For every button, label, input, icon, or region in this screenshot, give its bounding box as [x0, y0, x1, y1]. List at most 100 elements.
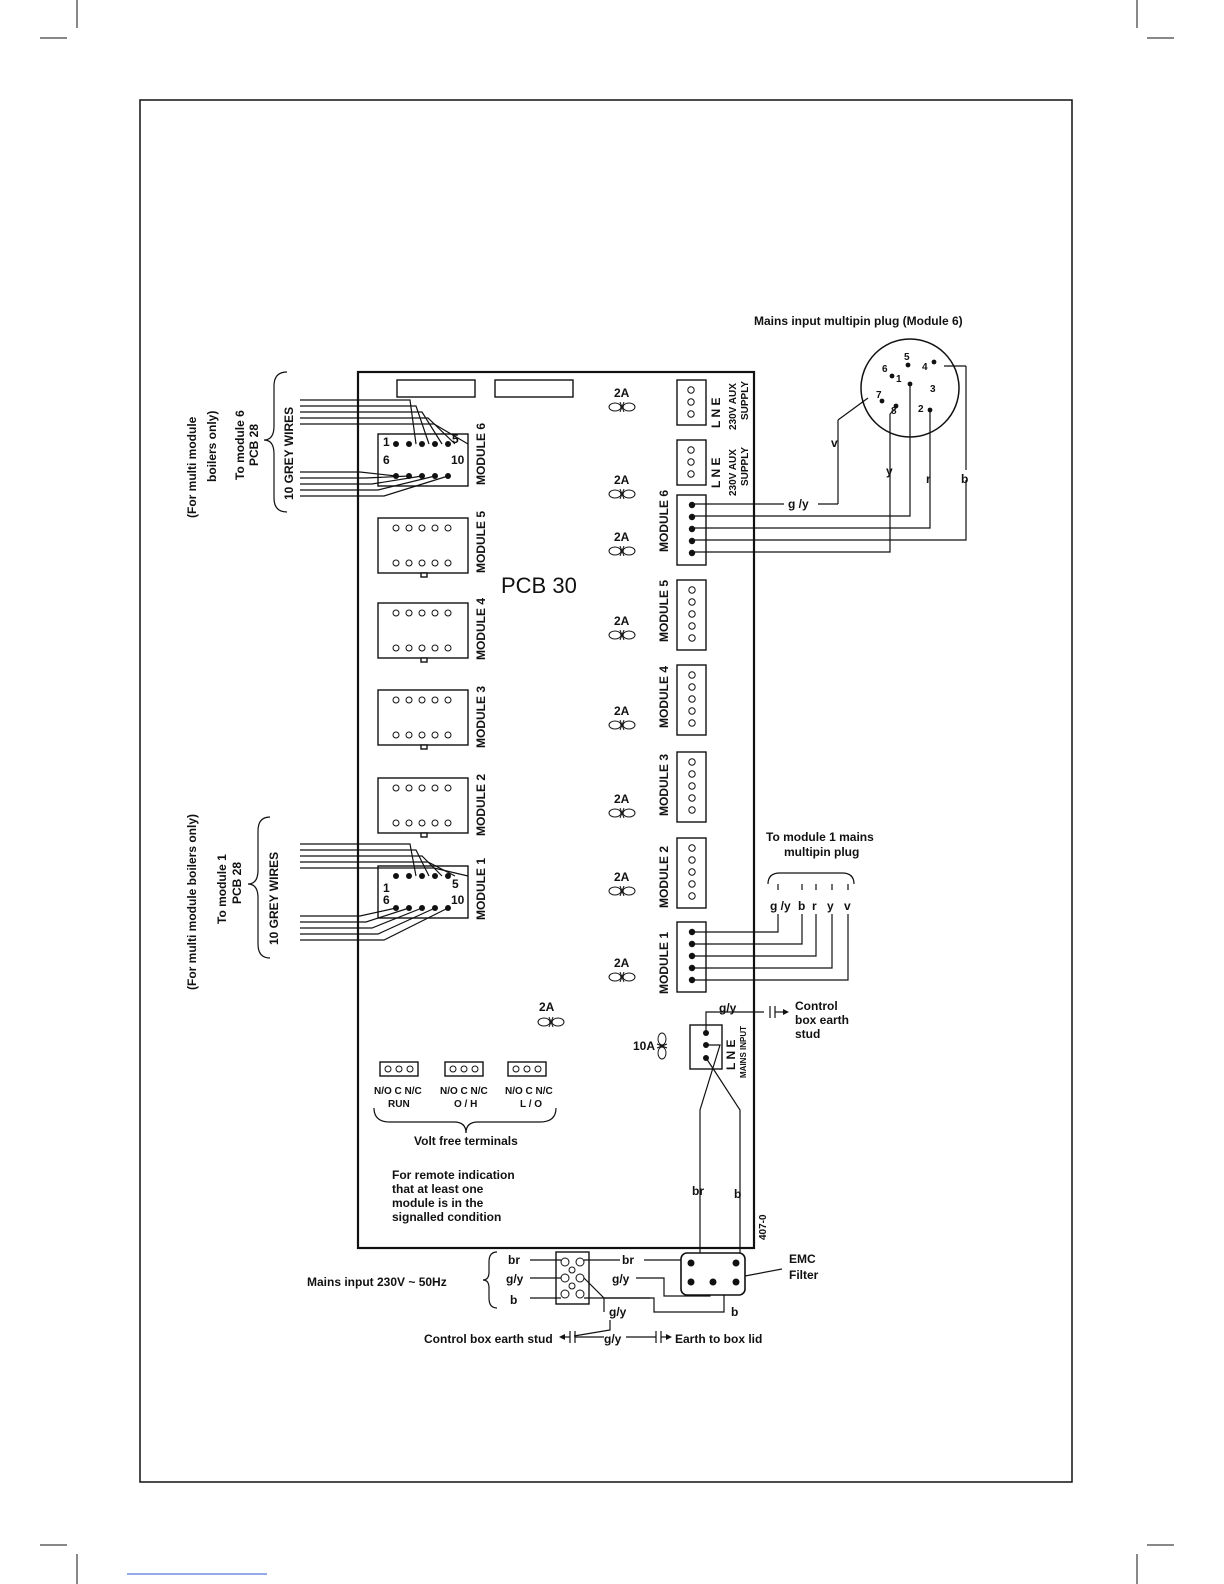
- grey-wire: [300, 855, 443, 877]
- socket-pin: [418, 696, 426, 704]
- fuse-loop: [608, 808, 622, 818]
- grey-wire: [300, 475, 436, 491]
- m1-wire-v: v: [844, 899, 851, 913]
- socket-pin: [431, 644, 439, 652]
- terminal-gy-down: g/y: [609, 1305, 627, 1319]
- vf-terminal-hole: [534, 1065, 542, 1073]
- pin-10-bottom: 10: [451, 893, 465, 907]
- connector-pin: [688, 683, 696, 691]
- grey-wire: [300, 907, 423, 929]
- pin-10-top: 10: [451, 453, 465, 467]
- fuse-loop: [608, 720, 622, 730]
- connector-pin: [688, 782, 696, 790]
- fuse-loop: [622, 972, 636, 982]
- vf-note-2: that at least one: [392, 1182, 484, 1196]
- connector-pin: [688, 598, 696, 606]
- socket-pin: [431, 784, 439, 792]
- module1-plug-title-1: To module 1 mains: [766, 830, 874, 844]
- left-label-module-5: MODULE 5: [474, 511, 488, 573]
- fuse-loop: [608, 489, 622, 499]
- connector-pin: [688, 634, 696, 642]
- fuse-label-2a: 2A: [614, 386, 630, 400]
- mains-supply-label: Mains input 230V ~ 50Hz: [307, 1275, 447, 1289]
- earth-control-1: Control: [795, 999, 838, 1013]
- fuse-cross: [619, 971, 625, 983]
- emc-filter: [680, 1252, 746, 1296]
- m6-wire-gy: g /y: [788, 497, 809, 511]
- vf-terminal-hole: [395, 1065, 403, 1073]
- grey-wire: [300, 907, 410, 923]
- connector-pin: [688, 806, 696, 814]
- socket-pin: [393, 441, 399, 447]
- supply-b: b: [510, 1293, 517, 1307]
- socket-pin: [419, 441, 425, 447]
- volt-free-brace: [373, 1107, 557, 1134]
- note-boilers-only: boilers only): [205, 411, 219, 482]
- connector-pin: [688, 707, 696, 715]
- earth-control-2: box earth: [795, 1013, 849, 1027]
- plug-pin-label: 1: [896, 374, 902, 385]
- socket-pin: [418, 524, 426, 532]
- note-multi-module-bottom: (For multi module boilers only): [185, 814, 199, 990]
- grey-wire: [300, 411, 443, 445]
- fuse-label-2a: 2A: [614, 530, 630, 544]
- vf-terminal-hole: [523, 1065, 531, 1073]
- module-mains-connectors: [676, 494, 707, 993]
- left-label-module-1: MODULE 1: [474, 858, 488, 920]
- connector-pin: [688, 586, 696, 594]
- grey-wire: [300, 867, 469, 877]
- fuse-loop: [608, 402, 622, 412]
- connector-pin: [688, 770, 696, 778]
- aux-supply-connectors: L N E 230V AUX SUPPLY L N E 230V AUX SUP…: [676, 379, 751, 496]
- vf-note-1: For remote indication: [392, 1168, 515, 1182]
- emc-filter-terminals: [687, 1259, 740, 1286]
- socket-pin: [392, 696, 400, 704]
- vf-terminal-hole: [512, 1065, 520, 1073]
- fuse-loop: [622, 630, 636, 640]
- socket-pin: [418, 819, 426, 827]
- socket-pin: [392, 644, 400, 652]
- socket-pin: [418, 609, 426, 617]
- fuse-cross: [548, 1016, 554, 1028]
- fuse-loop: [608, 630, 622, 640]
- socket-pin: [405, 696, 413, 704]
- socket-pin: [445, 873, 451, 879]
- left-label-module-6: MODULE 6: [474, 423, 488, 485]
- socket-pin: [432, 441, 438, 447]
- socket-pin: [406, 441, 412, 447]
- vf-terminal-hole: [384, 1065, 392, 1073]
- earth-wire: [705, 1011, 764, 1033]
- connector-pin: [688, 513, 696, 521]
- connector-pin: [688, 794, 696, 802]
- emc-b: b: [731, 1305, 738, 1319]
- module-1-wires: [692, 914, 849, 981]
- right-label-module-6: MODULE 6: [657, 490, 671, 552]
- connector-pin: [688, 844, 696, 852]
- bottom-gy: g/y: [604, 1332, 622, 1346]
- socket-pin: [405, 784, 413, 792]
- module1-plug-brace: [767, 872, 855, 885]
- grey-wires-bottom-notes: (For multi module boilers only) To modul…: [185, 814, 281, 990]
- b-vertical-label: b: [734, 1187, 741, 1201]
- fuse-cross: [656, 1043, 668, 1049]
- socket-pin: [418, 784, 426, 792]
- grey-wire: [300, 405, 430, 445]
- plug-pin-label: 3: [930, 384, 936, 395]
- module-6-wires: [692, 365, 967, 553]
- socket-pin: [444, 644, 452, 652]
- bottom-earth-symbols: [562, 1331, 668, 1343]
- vf-terminal-hole: [449, 1065, 457, 1073]
- vf-contacts-oh: N/O C N/C: [440, 1086, 488, 1097]
- right-label-module-3: MODULE 3: [657, 754, 671, 816]
- socket-pin: [432, 873, 438, 879]
- plug-pin-label: 2: [918, 404, 924, 415]
- mains-input-lne: L N E: [724, 1040, 738, 1070]
- vf-group-oh: O / H: [454, 1099, 477, 1110]
- emc-leader: [744, 1268, 783, 1277]
- vf-group-lo: L / O: [520, 1099, 542, 1110]
- socket-pin: [444, 524, 452, 532]
- socket-pin: [392, 784, 400, 792]
- socket-pin: [392, 609, 400, 617]
- socket-pin: [392, 524, 400, 532]
